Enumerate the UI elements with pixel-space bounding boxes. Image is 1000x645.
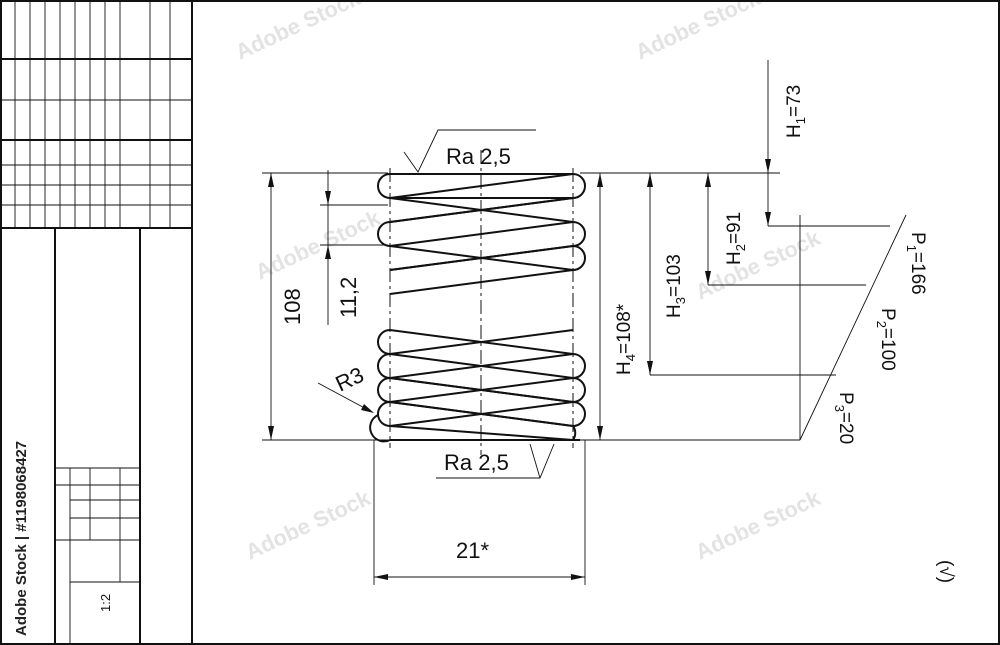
force-line bbox=[799, 214, 907, 441]
spring-coils-bottom bbox=[369, 329, 586, 443]
h3-label: H3=103 bbox=[664, 254, 688, 318]
free-length-label: 108 bbox=[280, 288, 305, 325]
watermark-text: Adobe Stock bbox=[632, 0, 765, 65]
spring-drawing: 108 11,2 R3 Ra 2,5 Ra 2,5 21* H4=108* bbox=[262, 60, 956, 585]
pitch-label: 11,2 bbox=[336, 277, 361, 318]
radius-label: R3 bbox=[332, 362, 368, 397]
watermark-text: Adobe Stock bbox=[242, 485, 375, 565]
title-block: 1:2 bbox=[54, 228, 141, 644]
watermark-text: Adobe Stock bbox=[692, 225, 825, 305]
top-left-grid bbox=[1, 1, 192, 229]
watermark-text: Adobe Stock bbox=[232, 0, 365, 65]
roughness-top-mark bbox=[403, 129, 536, 173]
scale-label: 1:2 bbox=[98, 594, 113, 612]
roughness-bottom-label: Ra 2,5 bbox=[444, 450, 509, 475]
p1-label: P1=166 bbox=[904, 232, 928, 295]
stock-id-text: Adobe Stock | #1198068427 bbox=[13, 441, 30, 636]
spring-coils-top bbox=[377, 173, 586, 295]
h4-label: H4=108* bbox=[614, 303, 638, 375]
watermark: Adobe Stock Adobe Stock Adobe Stock Adob… bbox=[232, 0, 825, 565]
h2-label: H2=91 bbox=[724, 212, 748, 265]
h1-label: H1=73 bbox=[784, 85, 808, 138]
surface-mark-label: (√) bbox=[935, 560, 956, 583]
watermark-text: Adobe Stock bbox=[692, 485, 825, 565]
p3-label: P3=20 bbox=[832, 392, 856, 444]
roughness-top-label: Ra 2,5 bbox=[446, 144, 511, 169]
p2-label: P2=100 bbox=[874, 308, 898, 371]
diameter-label: 21* bbox=[456, 538, 489, 563]
